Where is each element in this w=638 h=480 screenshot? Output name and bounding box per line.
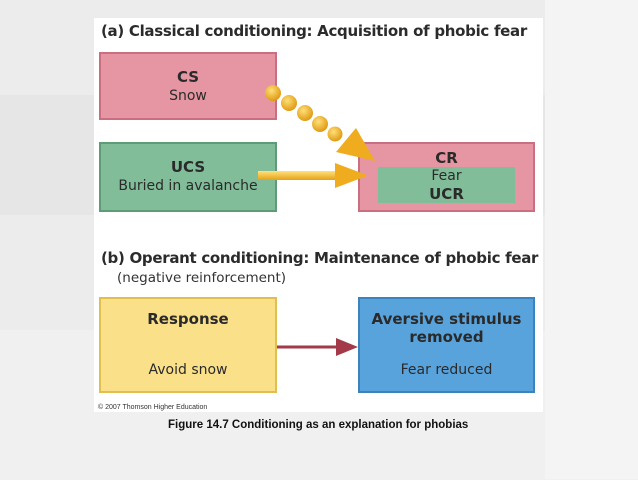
copyright-notice: © 2007 Thomson Higher Education xyxy=(98,404,208,411)
cr-fear-text: Fear xyxy=(431,168,462,184)
aversive-text: Fear reduced xyxy=(400,362,493,378)
section-b-subheading: (negative reinforcement) xyxy=(117,270,287,286)
section-b-heading: (b) Operant conditioning: Maintenance of… xyxy=(101,249,539,267)
ucs-text: Buried in avalanche xyxy=(118,178,258,194)
ucs-box: UCS Buried in avalanche xyxy=(99,142,277,212)
aversive-box: Aversive stimulus removed Fear reduced xyxy=(358,297,535,393)
cs-box: CS Snow xyxy=(99,52,277,120)
section-a-heading: (a) Classical conditioning: Acquisition … xyxy=(101,22,527,40)
ucr-title: UCR xyxy=(429,185,464,203)
cs-text: Snow xyxy=(169,88,207,104)
solid-arrow xyxy=(258,163,368,188)
reinforcement-arrow xyxy=(277,338,358,356)
aversive-title-line1: Aversive stimulus xyxy=(371,310,522,328)
cr-title: CR xyxy=(435,149,458,167)
dotted-arrow xyxy=(265,85,375,161)
response-box: Response Avoid snow xyxy=(99,297,277,393)
cs-title: CS xyxy=(176,68,200,86)
ucs-title: UCS xyxy=(170,158,206,176)
response-title: Response xyxy=(147,310,229,328)
cr-box: CR Fear UCR xyxy=(358,142,535,212)
response-text: Avoid snow xyxy=(148,362,228,378)
aversive-title-line2: removed xyxy=(409,328,484,346)
ucr-inner-box: Fear UCR xyxy=(378,167,515,203)
background-panel xyxy=(545,0,638,479)
figure-caption: Figure 14.7 Conditioning as an explanati… xyxy=(168,419,469,431)
